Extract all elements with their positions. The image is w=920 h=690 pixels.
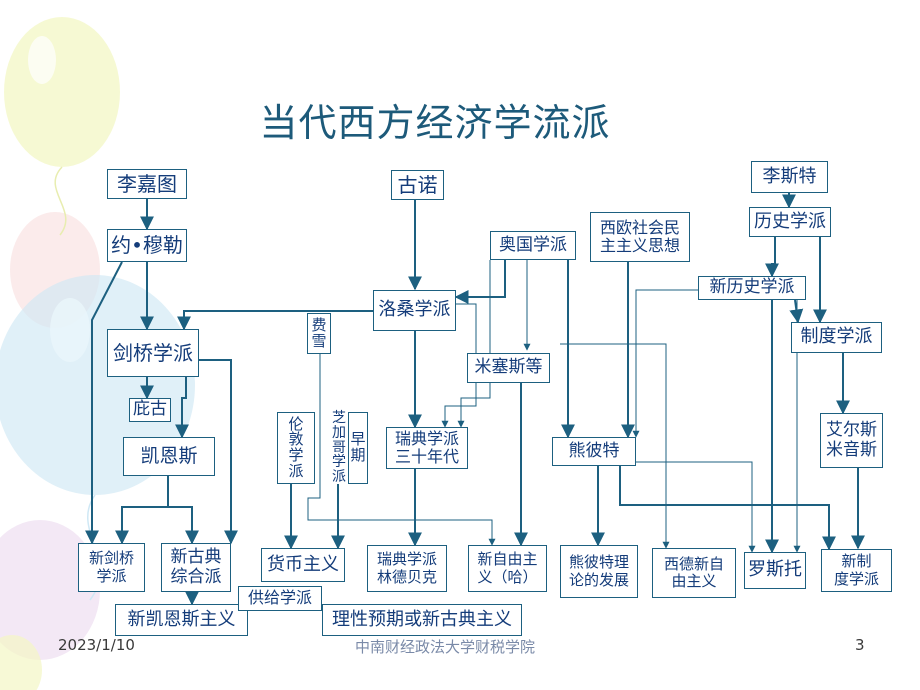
link-lausanne-cambridge bbox=[177, 310, 373, 331]
node-mill: 约•穆勒 bbox=[107, 229, 187, 262]
node-schumpeter-dev: 熊彼特理 论的发展 bbox=[560, 545, 638, 598]
node-wsd: 西欧社会民 主主义思想 bbox=[590, 212, 690, 262]
footer-page-number: 3 bbox=[855, 636, 865, 654]
page-title: 当代西方经济学流派 bbox=[259, 101, 611, 145]
link-schumpeter-new-institutional bbox=[619, 466, 836, 551]
link-historical-new-historical bbox=[765, 237, 779, 278]
node-fisher: 费 雪 bbox=[307, 313, 331, 354]
link-cambridge-synthesis bbox=[199, 359, 238, 545]
node-cambridge: 剑桥学派 bbox=[107, 329, 199, 377]
link-wsd-wg-neoliberal bbox=[560, 343, 670, 549]
node-new-keynesian: 新凯恩斯主义 bbox=[115, 604, 248, 636]
node-list: 李斯特 bbox=[751, 161, 828, 193]
node-rostow: 罗斯托 bbox=[744, 552, 806, 589]
node-ayres: 艾尔斯 米音斯 bbox=[820, 413, 883, 468]
node-new-cambridge: 新剑桥 学派 bbox=[78, 543, 145, 592]
node-lausanne: 洛桑学派 bbox=[373, 290, 456, 331]
node-keynes: 凯恩斯 bbox=[123, 437, 215, 476]
footer-date: 2023/1/10 bbox=[58, 636, 135, 654]
node-new-liberal: 新自由主 义（哈） bbox=[468, 545, 547, 592]
node-new-historical: 新历史学派 bbox=[698, 276, 806, 300]
node-wg-neoliberal: 西德新自 由主义 bbox=[652, 548, 736, 598]
link-cambridge-keynes bbox=[175, 377, 189, 439]
node-london: 伦 敦 学 派 bbox=[277, 412, 315, 484]
node-monetarism: 货币主义 bbox=[261, 548, 345, 582]
node-austrian: 奥国学派 bbox=[490, 231, 576, 260]
link-keynes-synthesis bbox=[168, 506, 199, 545]
node-historical: 历史学派 bbox=[749, 207, 831, 237]
node-pigou: 庇古 bbox=[129, 398, 171, 422]
node-ricardo: 李嘉图 bbox=[107, 169, 187, 199]
node-rational-expectations: 理性预期或新古典主义 bbox=[322, 604, 522, 636]
node-neoclassical-synthesis: 新古典 综合派 bbox=[161, 543, 231, 592]
node-schumpeter: 熊彼特 bbox=[552, 437, 636, 466]
balloon-string bbox=[54, 166, 67, 236]
yellow-balloon-highlight bbox=[28, 36, 56, 84]
link-lausanne-swedish-b bbox=[441, 303, 477, 428]
node-new-institutional: 新制 度学派 bbox=[821, 549, 892, 592]
node-swedish-lindbeck: 瑞典学派 林德贝克 bbox=[367, 545, 447, 592]
link-keynes-split bbox=[115, 476, 169, 545]
node-swedish: 瑞典学派 三十年代 bbox=[386, 427, 468, 469]
footer-school: 中南财经政法大学财税学院 bbox=[355, 638, 536, 656]
violet-balloon bbox=[0, 520, 100, 660]
link-mill-new-cambridge bbox=[85, 261, 123, 545]
link-new-historical-schumpeter bbox=[632, 289, 700, 438]
node-supply-side: 供给学派 bbox=[238, 586, 322, 611]
node-early: 早 期 bbox=[348, 412, 368, 484]
link-fisher-new-liberal bbox=[307, 354, 496, 546]
node-institutional: 制度学派 bbox=[791, 322, 882, 353]
node-chicago: 芝 加 哥 学 派 bbox=[332, 410, 346, 486]
node-mises: 米塞斯等 bbox=[467, 353, 550, 383]
link-schumpeter-rostow bbox=[636, 461, 756, 553]
blue-balloon-highlight bbox=[50, 298, 90, 362]
node-cournot: 古诺 bbox=[391, 170, 444, 200]
yellow-balloon-bottom bbox=[0, 635, 42, 690]
link-austrian-lausanne bbox=[454, 260, 506, 304]
